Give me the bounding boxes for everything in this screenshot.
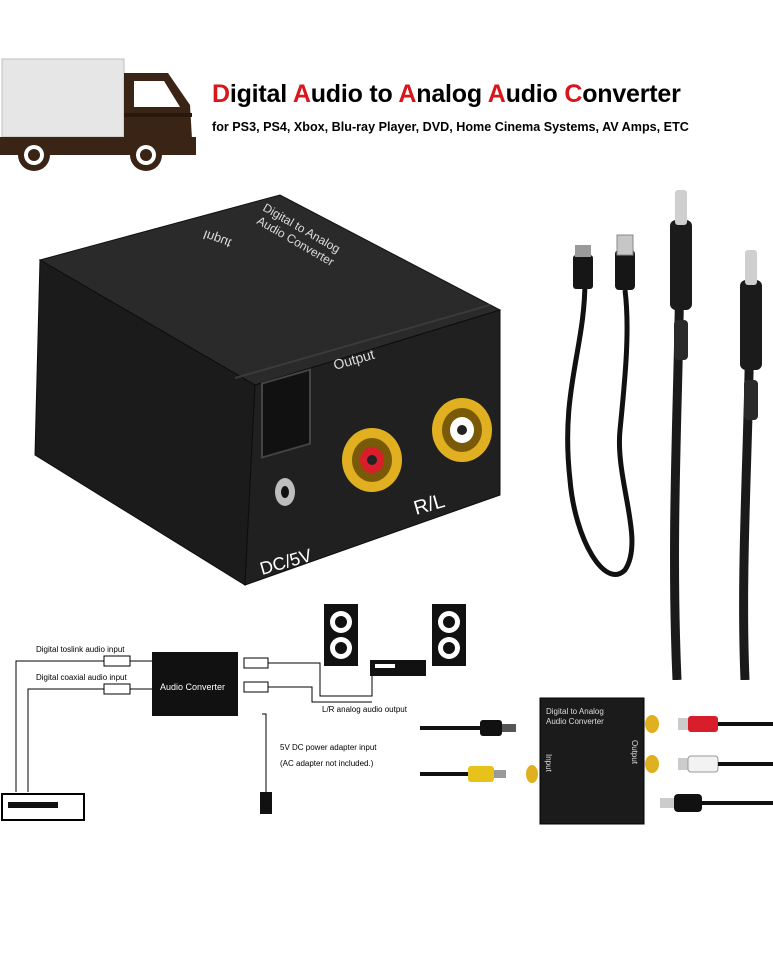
converter-product-photo: Input Digital to Analog Audio Converter … [34, 194, 502, 586]
coaxial-label: Digital coaxial audio input [36, 673, 128, 682]
title-word-5: Converter [564, 80, 681, 108]
speaker-right-icon [432, 604, 466, 666]
diagram-box-label: Audio Converter [160, 682, 225, 692]
title-word-3: Analog [398, 80, 488, 108]
rca-jack-right [342, 428, 402, 492]
toslink-label: Digital toslink audio input [36, 645, 125, 654]
rca-jack-left [432, 398, 492, 462]
title-word-1: Digital [212, 80, 293, 108]
dc-jack [261, 368, 311, 506]
included-cables-photo [565, 190, 762, 680]
title-word-4: Audio [487, 80, 565, 108]
photo2-output-label: Output [630, 740, 639, 765]
title-word-2: Audio to [292, 80, 399, 108]
diagram-converter-box [152, 652, 238, 716]
delivery-truck-icon [0, 58, 196, 171]
photo2-label-line2: Audio Converter [546, 717, 604, 726]
photo2-input-label: Input [544, 754, 553, 773]
power-label-1: 5V DC power adapter input [280, 743, 377, 752]
converter-with-plugs-photo: Digital to Analog Audio Converter Input … [420, 697, 773, 825]
connection-diagram: Audio Converter L/R analog audio output … [1, 604, 466, 821]
power-label-2: (AC adapter not included.) [280, 759, 374, 768]
page-title: Digital Audio to Analog Audio Converter [212, 80, 681, 109]
photo2-label-line1: Digital to Analog [546, 707, 604, 716]
page-subtitle: for PS3, PS4, Xbox, Blu-ray Player, DVD,… [212, 120, 689, 134]
lr-output-label: L/R analog audio output [322, 705, 408, 714]
speaker-left-icon [324, 604, 358, 666]
